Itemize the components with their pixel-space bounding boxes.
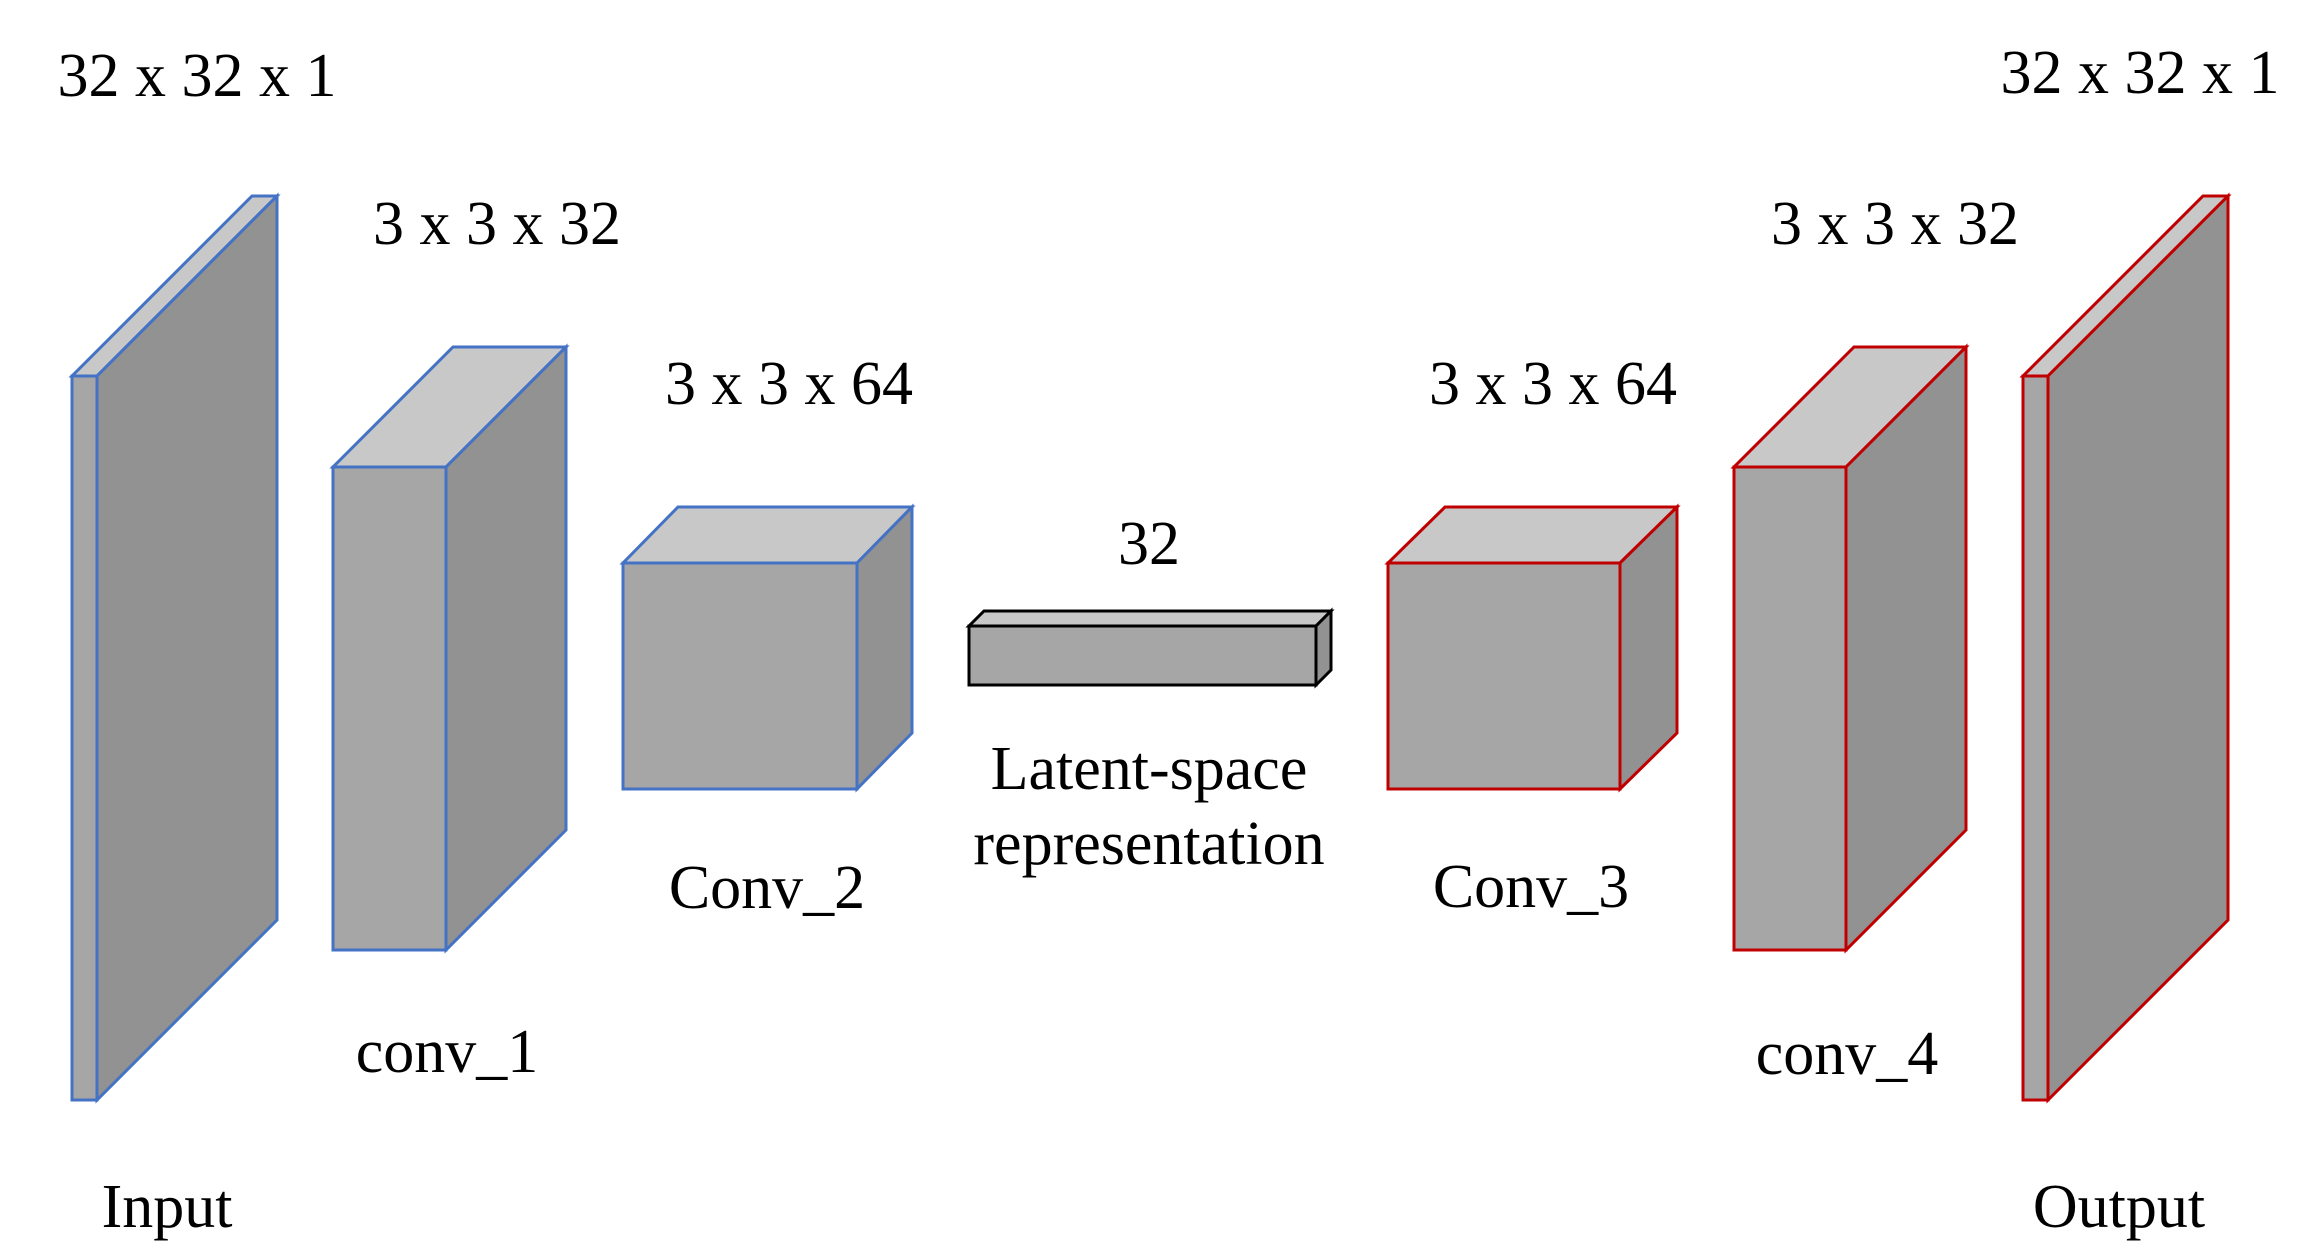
dims-label-conv2: 3 x 3 x 64 [665,350,913,418]
name-label-conv1: conv_1 [356,1018,539,1086]
block-conv3 [1384,503,1681,793]
dims-label-input: 32 x 32 x 1 [58,42,337,110]
block-latent [965,607,1335,689]
block-conv4-front [1732,465,1848,952]
name-label-output: Output [2033,1173,2205,1241]
dims-label-conv1: 3 x 3 x 32 [373,190,621,258]
block-conv1-front [331,465,448,952]
block-latent-front [967,624,1318,687]
block-conv3-front [1386,561,1622,791]
dims-label-output: 32 x 32 x 1 [2001,39,2280,107]
block-input-front [70,374,99,1102]
dims-label-conv3: 3 x 3 x 64 [1429,350,1677,418]
block-latent-top [965,609,1335,628]
block-output-front [2021,374,2050,1102]
block-conv2 [619,503,916,793]
dims-label-conv4: 3 x 3 x 32 [1771,190,2019,258]
name-label-latent-line2: representation [973,810,1324,878]
dims-label-latent: 32 [1118,510,1180,578]
block-conv1 [329,343,570,954]
block-conv4 [1730,343,1970,954]
block-output [2019,192,2232,1104]
block-latent-side [1314,607,1333,689]
name-label-latent-line1: Latent-space [991,735,1308,803]
name-label-conv4: conv_4 [1756,1020,1939,1088]
name-label-conv2: Conv_2 [669,854,865,922]
block-input [68,192,281,1104]
block-conv2-front [621,561,859,791]
name-label-input: Input [102,1173,233,1241]
name-label-conv3: Conv_3 [1433,853,1629,921]
